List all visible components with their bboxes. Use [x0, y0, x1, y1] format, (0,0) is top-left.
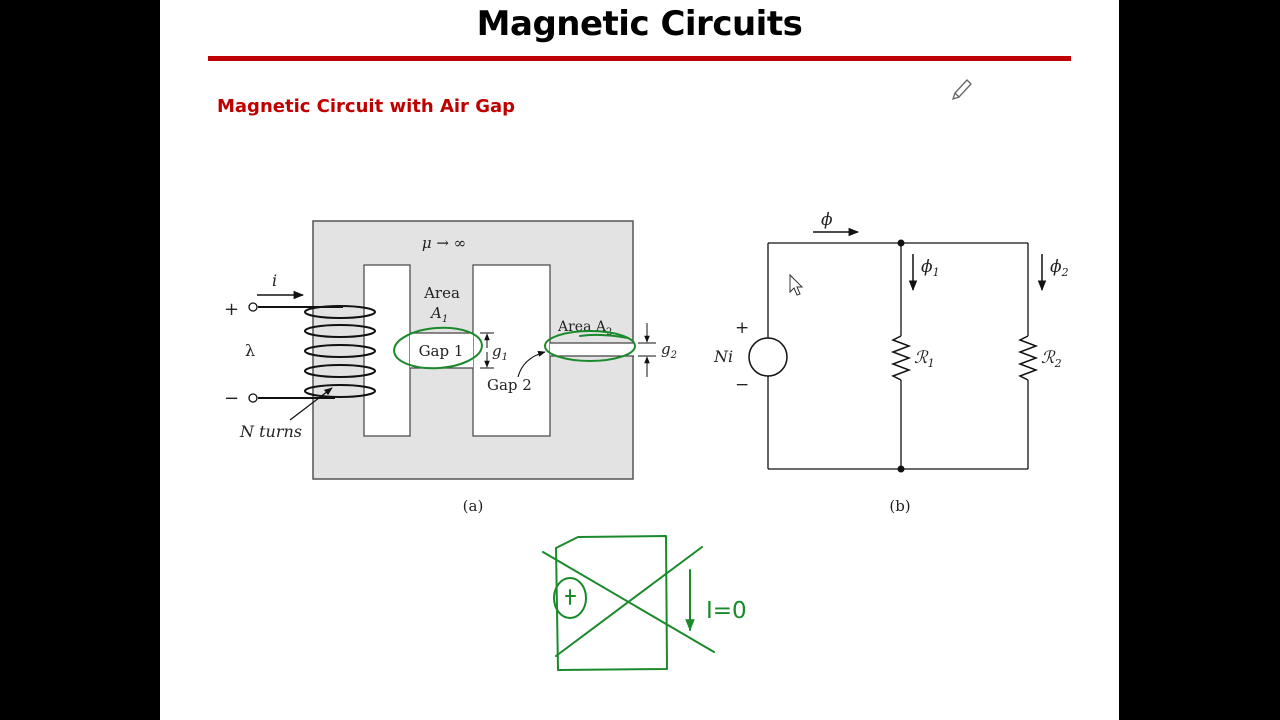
- handwritten-annotations: [393, 326, 715, 671]
- r2-sub: 2: [1054, 357, 1062, 370]
- air-gap-2: [550, 343, 634, 356]
- svg-text:A1: A1: [429, 304, 448, 325]
- svg-text:ϕ1: ϕ1: [921, 257, 940, 279]
- left-window: [363, 264, 411, 437]
- sketch-source: [553, 577, 587, 619]
- permeability-label: μ → ∞: [422, 234, 466, 252]
- turns-label: N turns: [239, 422, 302, 441]
- area-a1-sub: 1: [442, 314, 448, 325]
- slide: Magnetic Circuits Magnetic Circuit with …: [160, 0, 1119, 720]
- g2-sub: 2: [670, 350, 677, 361]
- svg-text:g2: g2: [661, 340, 677, 361]
- node-top: [897, 239, 905, 247]
- circuit-wires: [767, 242, 1029, 470]
- sketch-source-plus: [565, 589, 576, 605]
- gap2-label: Gap 2: [487, 376, 532, 394]
- sketch-circuit-loop: [555, 535, 668, 671]
- svg-text:g1: g1: [492, 342, 508, 363]
- minus-sign: −: [224, 388, 239, 409]
- current-label: i: [272, 271, 277, 290]
- g1-label: g: [492, 342, 502, 360]
- current-note: I=0: [706, 598, 747, 624]
- reluctance-r2: [1017, 335, 1039, 381]
- plus-sign: +: [224, 299, 239, 320]
- gap2-circle-annotation: [544, 330, 636, 362]
- source-plus: +: [735, 318, 749, 338]
- area-a1-label: A: [429, 304, 442, 322]
- phi1-label: ϕ: [921, 257, 933, 277]
- right-window: [472, 264, 551, 437]
- mouse-pointer-icon: [789, 273, 804, 296]
- source-label: Ni: [713, 347, 733, 366]
- slide-subtitle: Magnetic Circuit with Air Gap: [217, 96, 515, 117]
- node-bottom: [897, 465, 905, 473]
- pen-icon: [951, 79, 972, 101]
- phi2-sub: 2: [1061, 266, 1069, 279]
- caption-a: (a): [463, 497, 484, 515]
- gap1-circle-annotation: [393, 326, 483, 370]
- air-gap-1: [410, 333, 473, 368]
- terminal-plus: [248, 302, 258, 312]
- g2-label: g: [661, 340, 671, 358]
- sketch-cross-2: [555, 546, 703, 657]
- flux-linkage-label: λ: [245, 341, 255, 360]
- phi-label: ϕ: [821, 210, 833, 230]
- svg-text:ℛ1: ℛ1: [914, 348, 935, 370]
- turns-arrow: [289, 387, 333, 421]
- figure-b: ϕ ϕ1 ϕ2 + − Ni ℛ1 ℛ2 (b): [713, 210, 1069, 515]
- title-rule: [208, 56, 1071, 61]
- phi2-label: ϕ: [1050, 257, 1062, 277]
- figure-canvas: μ → ∞ i + − λ N turns Area A1 Gap 1: [224, 79, 1069, 671]
- svg-text:ℛ2: ℛ2: [1041, 348, 1062, 370]
- terminal-minus: [248, 393, 258, 403]
- r1-sub: 1: [928, 357, 935, 370]
- mmf-source: [748, 337, 788, 377]
- gap2-arrow: [517, 350, 546, 378]
- phi1-sub: 1: [933, 266, 940, 279]
- g1-sub: 1: [502, 352, 508, 363]
- source-minus: −: [735, 375, 749, 395]
- gap1-label: Gap 1: [419, 342, 464, 360]
- r2-label: ℛ: [1041, 348, 1056, 368]
- figure-a: μ → ∞ i + − λ N turns Area A1 Gap 1: [224, 220, 677, 515]
- caption-b: (b): [889, 497, 910, 515]
- slide-title: Magnetic Circuits: [476, 4, 803, 44]
- area-label: Area: [423, 284, 460, 302]
- r1-label: ℛ: [914, 348, 929, 368]
- reluctance-r1: [890, 335, 912, 381]
- svg-text:ϕ2: ϕ2: [1050, 257, 1069, 279]
- area2-underline: [579, 333, 629, 339]
- svg-text:N turns: N turns: [239, 422, 302, 441]
- coil: [304, 305, 376, 398]
